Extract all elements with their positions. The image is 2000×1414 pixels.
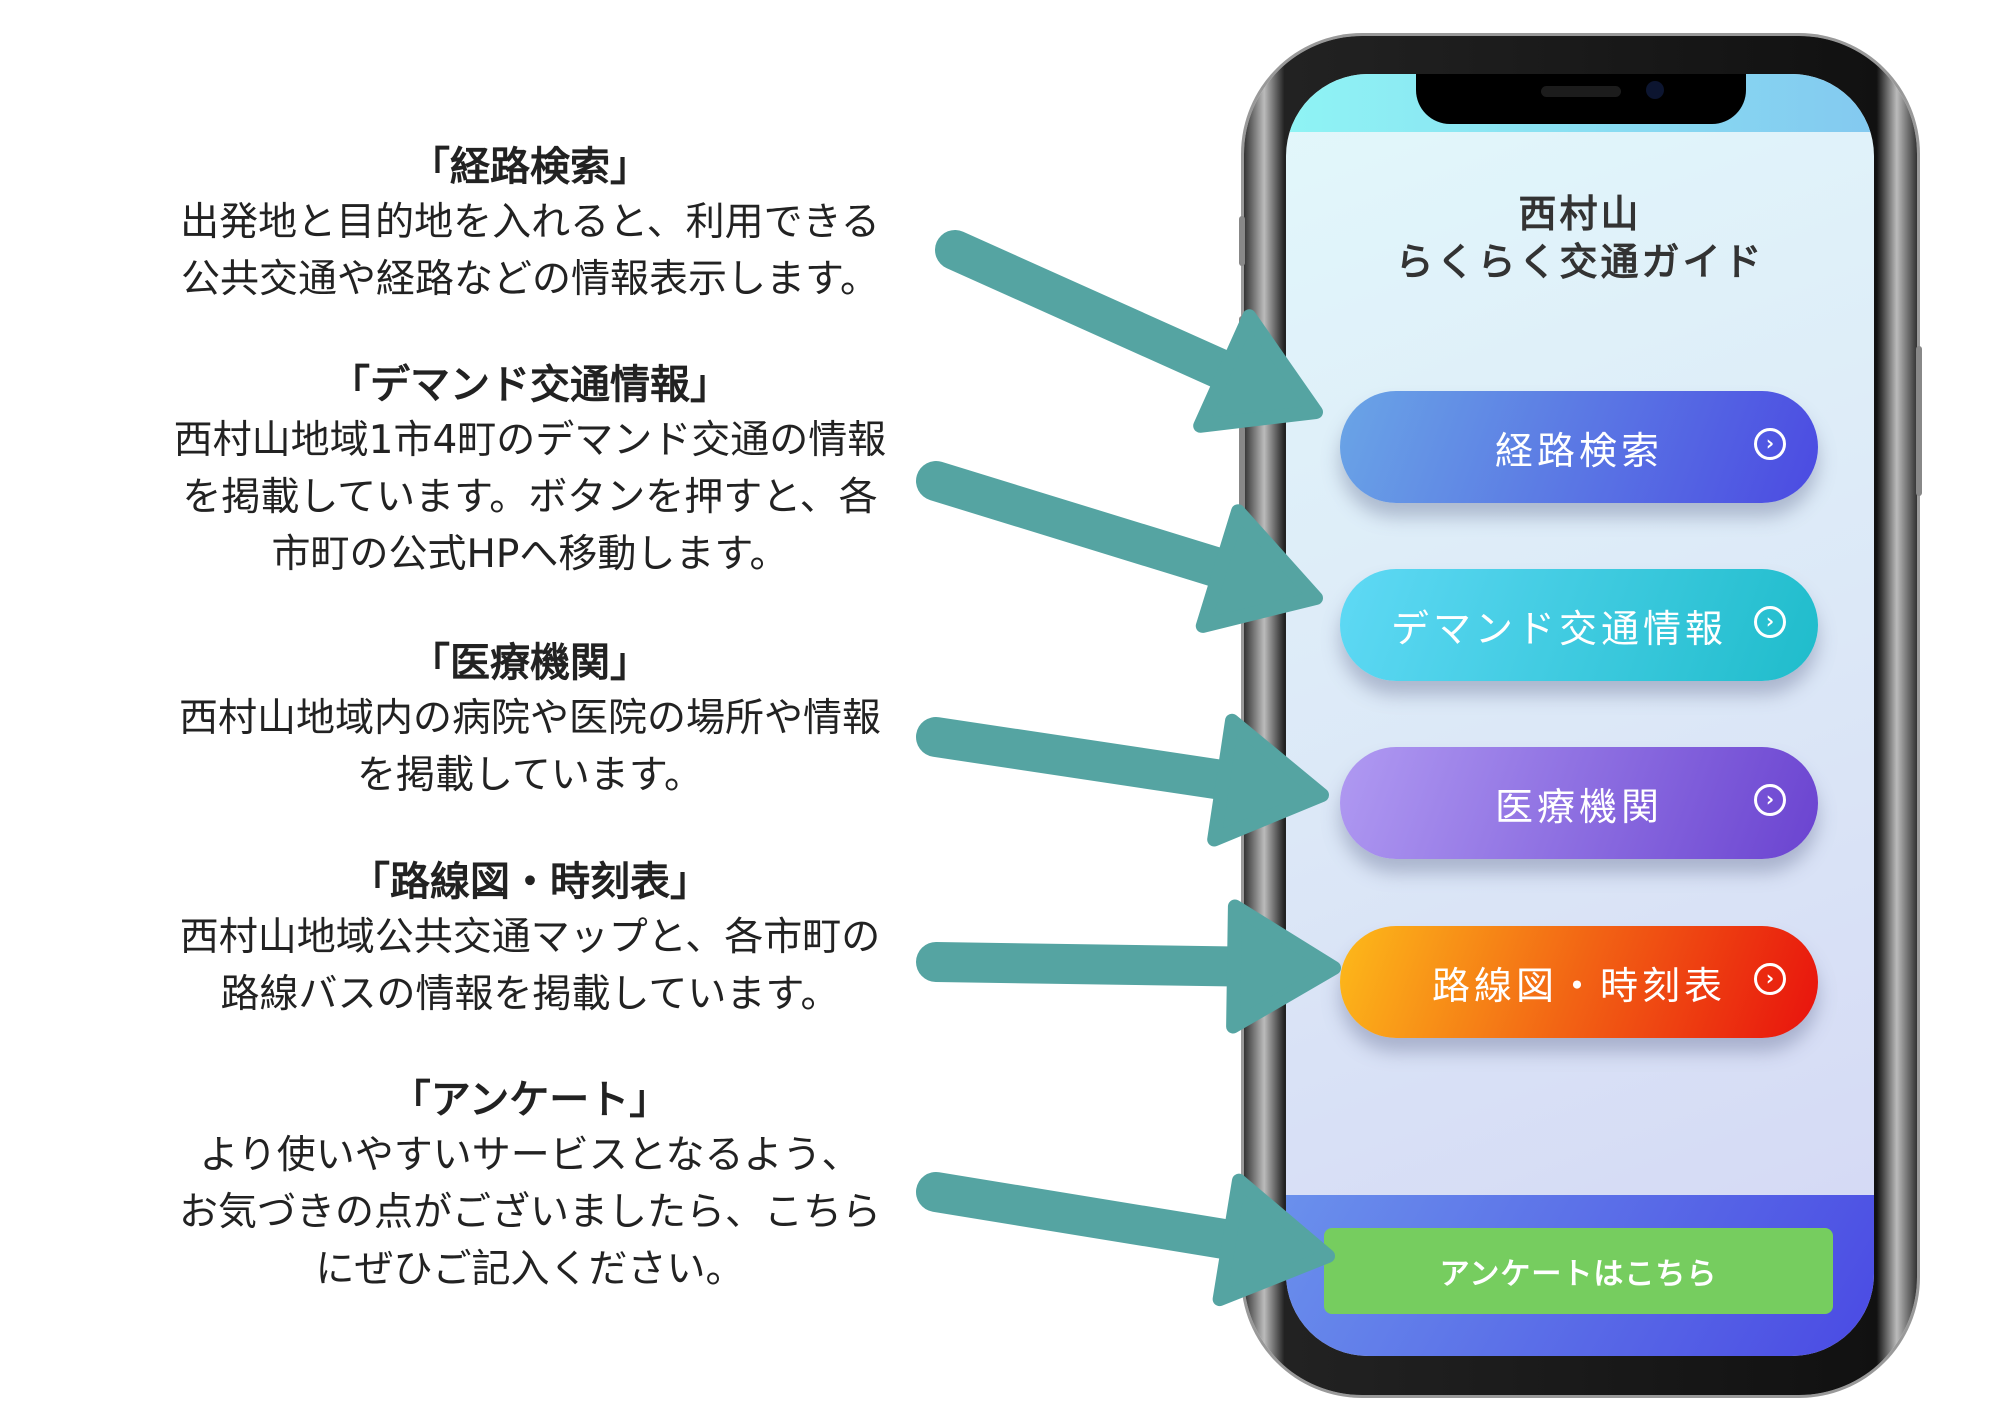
- annotation-body: 西村山地域公共交通マップと、各市町の 路線バスの情報を掲載しています。: [179, 915, 881, 1017]
- phone-frame: 西村山 らくらく交通ガイド 経路検索 › デマンド交通情報 › 医療機関 › 路…: [1239, 36, 1922, 1395]
- arrow-shaft: [916, 461, 1250, 592]
- annotation-demand-transport: 「デマンド交通情報」 西村山地域1市4町のデマンド交通の情報 を掲載しています。…: [140, 358, 920, 583]
- arrow-shaft: [916, 717, 1253, 802]
- route-map-timetable-button[interactable]: 路線図・時刻表 ›: [1340, 926, 1818, 1038]
- phone-volume-down: [1239, 426, 1245, 516]
- annotation-body: 西村山地域1市4町のデマンド交通の情報 を掲載しています。ボタンを押すと、各 市…: [173, 418, 887, 577]
- app-title-line1: 西村山: [1518, 192, 1642, 236]
- arrow-shaft: [935, 230, 1254, 396]
- chevron-right-circle-icon: ›: [1754, 428, 1786, 460]
- speaker-grille: [1541, 86, 1621, 97]
- app-title: 西村山 らくらく交通ガイド: [1286, 190, 1874, 286]
- arrow-shaft: [916, 942, 1265, 987]
- annotation-medical: 「医療機関」 西村山地域内の病院や医院の場所や情報 を掲載しています。: [140, 636, 920, 804]
- button-label: 医療機関: [1494, 784, 1663, 829]
- demand-transport-button[interactable]: デマンド交通情報 ›: [1340, 569, 1818, 681]
- survey-button[interactable]: アンケートはこちら: [1324, 1228, 1833, 1314]
- medical-institutions-button[interactable]: 医療機関 ›: [1340, 747, 1818, 859]
- button-label: 経路検索: [1494, 428, 1663, 473]
- annotation-body: 西村山地域内の病院や医院の場所や情報 を掲載しています。: [178, 696, 881, 798]
- annotation-route-map: 「路線図・時刻表」 西村山地域公共交通マップと、各市町の 路線バスの情報を掲載し…: [140, 855, 920, 1023]
- annotation-heading: 「路線図・時刻表」: [350, 859, 710, 905]
- annotation-body: 出発地と目的地を入れると、利用できる 公共交通や経路などの情報表示します。: [180, 200, 880, 302]
- app-screen: 西村山 らくらく交通ガイド 経路検索 › デマンド交通情報 › 医療機関 › 路…: [1286, 74, 1874, 1356]
- annotation-heading: 「デマンド交通情報」: [330, 362, 730, 408]
- button-label: 路線図・時刻表: [1431, 963, 1726, 1008]
- annotation-survey: 「アンケート」 より使いやすいサービスとなるよう、 お気づきの点がございましたら…: [140, 1073, 920, 1298]
- annotation-heading: 「経路検索」: [410, 144, 650, 190]
- annotation-heading: 「医療機関」: [410, 640, 650, 686]
- chevron-right-circle-icon: ›: [1754, 963, 1786, 995]
- button-label: デマンド交通情報: [1390, 606, 1727, 651]
- chevron-right-circle-icon: ›: [1754, 784, 1786, 816]
- phone-power-button: [1916, 346, 1922, 496]
- app-title-line2: らくらく交通ガイド: [1395, 240, 1765, 284]
- chevron-right-circle-icon: ›: [1754, 606, 1786, 638]
- annotation-route-search: 「経路検索」 出発地と目的地を入れると、利用できる 公共交通や経路などの情報表示…: [140, 140, 920, 308]
- phone-mute-switch: [1239, 216, 1245, 266]
- annotation-heading: 「アンケート」: [390, 1077, 670, 1123]
- arrow-shaft: [916, 1172, 1260, 1262]
- footer-bar: アンケートはこちら: [1286, 1195, 1874, 1356]
- annotation-body: より使いやすいサービスとなるよう、 お気づきの点がございましたら、こちら にぜひ…: [178, 1133, 881, 1292]
- camera-icon: [1646, 81, 1664, 99]
- route-search-button[interactable]: 経路検索 ›: [1340, 391, 1818, 503]
- phone-notch: [1416, 74, 1746, 124]
- phone-volume-up: [1239, 316, 1245, 406]
